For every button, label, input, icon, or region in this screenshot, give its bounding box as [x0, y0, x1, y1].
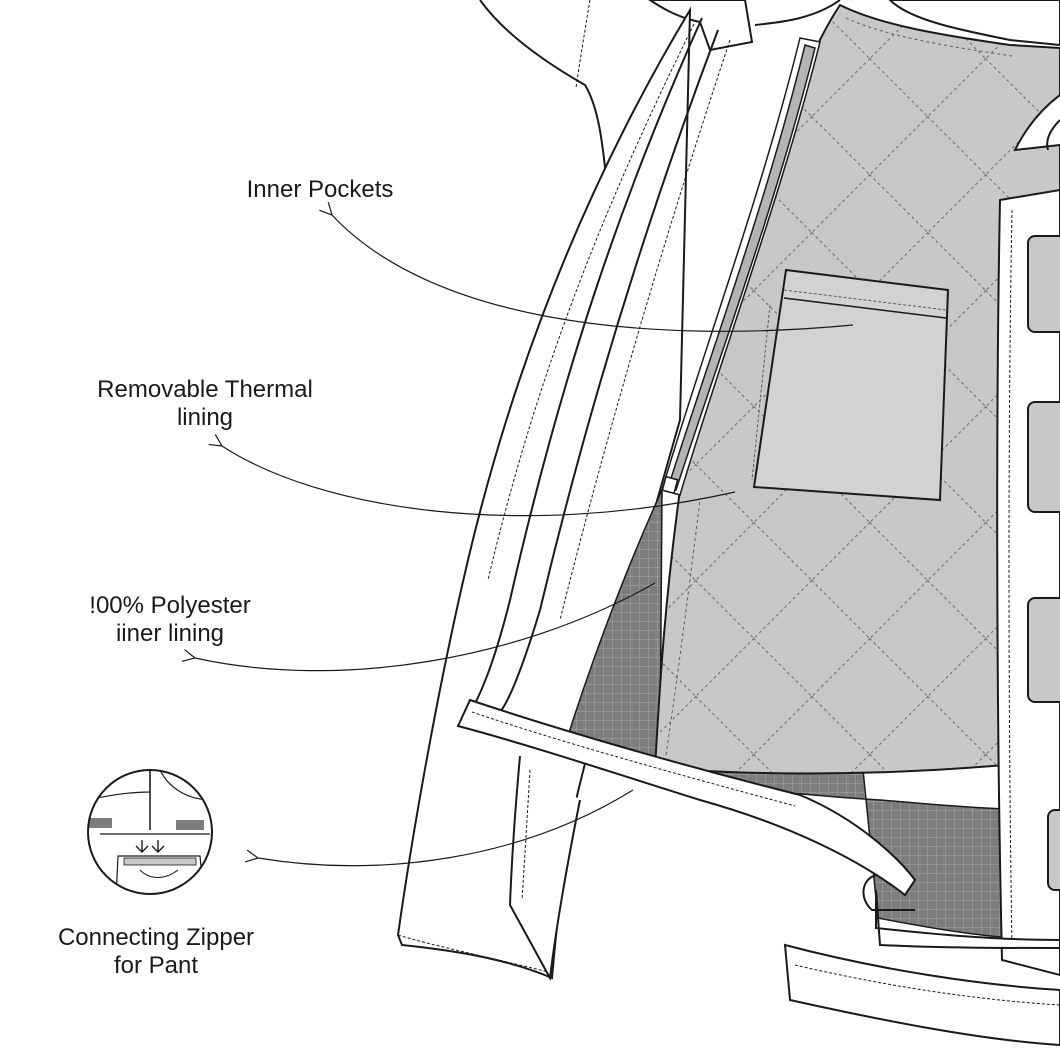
thermal-lining-text-line2: lining [176, 404, 234, 431]
thermal-lining-text-line1: Removable Thermal [97, 376, 313, 403]
polyester-lining-text-line2: iiner lining [115, 620, 225, 647]
zipper-arrow [258, 789, 634, 867]
polyester-lining-arrow [195, 582, 656, 672]
inner-pockets-text: Inner Pockets [246, 176, 394, 203]
thermal-lining-arrow [222, 446, 736, 517]
inner-pockets-label: Inner Pockets [200, 176, 440, 204]
inner-pockets-arrow [332, 215, 854, 332]
thermal-lining-label: Removable Thermal lining [60, 376, 350, 432]
polyester-lining-label: !00% Polyester iiner lining [60, 592, 280, 648]
polyester-lining-text-line1: !00% Polyester [89, 592, 251, 619]
inner-pocket [751, 268, 950, 502]
callout-arrows [195, 215, 854, 867]
connecting-zipper-text-line1: Connecting Zipper [57, 924, 255, 951]
polyester-lining [564, 489, 1060, 941]
shoulder-area [479, 0, 1060, 186]
bottom-hem [456, 698, 1060, 1047]
side-panel [996, 94, 1060, 977]
zipper-strip [661, 37, 821, 496]
zipper-detail-circle [87, 769, 213, 895]
connecting-zipper-label: Connecting Zipper for Pant [20, 924, 292, 980]
connecting-zipper-text-line2: for Pant [113, 952, 199, 979]
